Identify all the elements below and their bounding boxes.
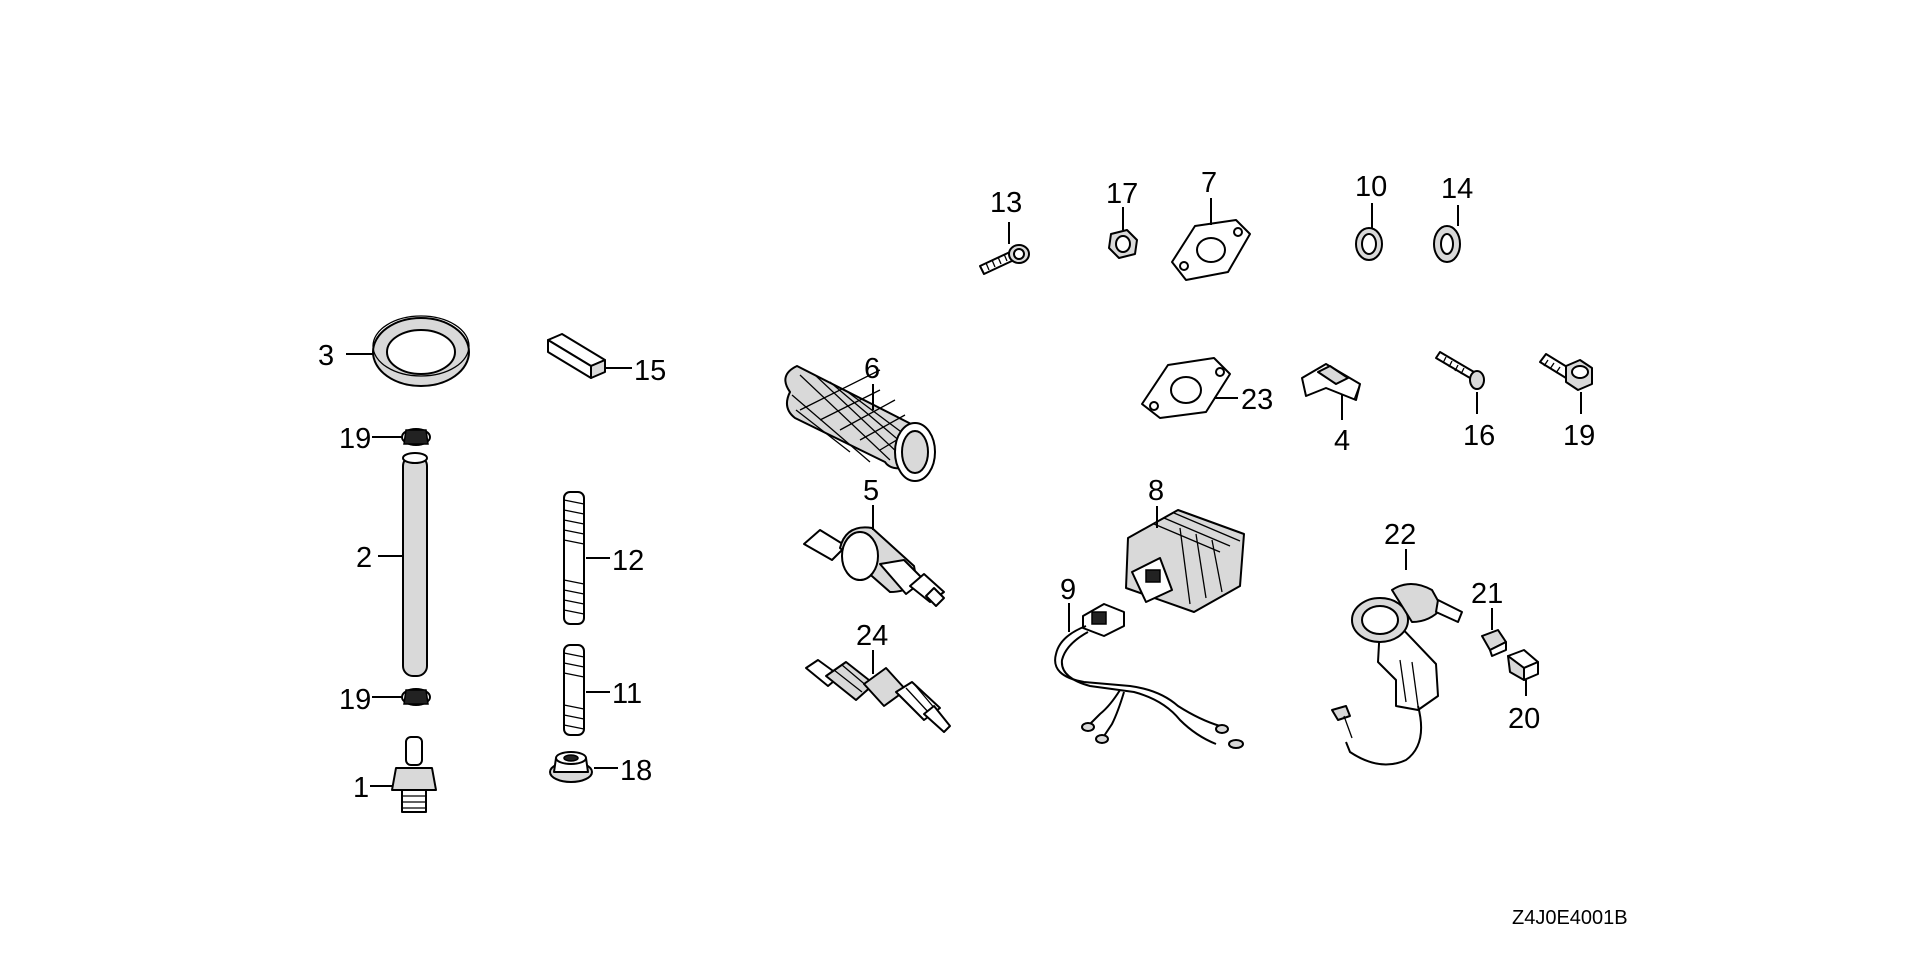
part-6-strainer	[784, 365, 936, 482]
callout-20: 19	[1563, 420, 1595, 452]
callout-9: 9	[1060, 574, 1076, 606]
callout-6: 6	[864, 353, 880, 385]
part-7-gasket	[1171, 219, 1251, 281]
part-1-fitting	[391, 736, 437, 813]
callout-23: 22	[1384, 519, 1416, 551]
part-15-key	[547, 333, 606, 379]
callout-16: 16	[1463, 420, 1495, 452]
callout-2: 2	[356, 542, 372, 574]
callout-25: 24	[856, 620, 888, 652]
part-3-oil-seal	[372, 315, 470, 387]
part-16-screw	[1435, 351, 1485, 390]
part-2-fuel-tube	[402, 452, 428, 677]
callout-19-top: 19	[339, 423, 371, 455]
part-20-flange-bolt	[1539, 353, 1593, 391]
part-25-spark-plug	[805, 659, 951, 733]
part-24-gasket	[1141, 357, 1231, 419]
callout-1: 1	[353, 772, 369, 804]
callout-13: 13	[990, 187, 1022, 219]
part-21-cap	[1507, 649, 1539, 681]
callout-11: 11	[612, 678, 642, 710]
callout-7: 7	[1201, 167, 1217, 199]
part-8-regulator	[1125, 509, 1245, 613]
callout-12: 12	[612, 545, 644, 577]
part-19-hose-clip-bottom	[401, 688, 431, 706]
callout-18: 18	[620, 755, 652, 787]
callout-15: 15	[634, 355, 666, 387]
part-12-stud-bolt	[563, 491, 585, 625]
callout-5: 5	[863, 475, 879, 507]
part-13-bolt	[979, 244, 1030, 275]
part-19-hose-clip-top	[401, 428, 431, 446]
callout-8: 8	[1148, 475, 1164, 507]
part-5-fuel-filter	[803, 526, 945, 607]
callout-10: 10	[1355, 171, 1387, 203]
callout-14: 14	[1441, 173, 1473, 205]
part-9-wire-harness	[1054, 603, 1244, 749]
part-23-solenoid	[1331, 583, 1463, 766]
part-10-washer	[1355, 227, 1383, 261]
callout-22: 21	[1471, 578, 1503, 610]
part-11-stud-bolt	[563, 644, 585, 736]
part-17-nut	[1108, 229, 1138, 259]
part-4-clip	[1301, 363, 1361, 401]
callout-3: 3	[318, 340, 334, 372]
callout-17: 17	[1106, 178, 1138, 210]
callout-19-bottom: 19	[339, 684, 371, 716]
callout-21: 20	[1508, 703, 1540, 735]
part-22-clip	[1481, 629, 1507, 657]
callout-24: 23	[1241, 384, 1273, 416]
part-18-flange-nut	[549, 751, 593, 783]
drawing-code: Z4J0E4001B	[1512, 907, 1628, 929]
part-14-washer	[1433, 225, 1461, 263]
callout-4: 4	[1334, 425, 1350, 457]
